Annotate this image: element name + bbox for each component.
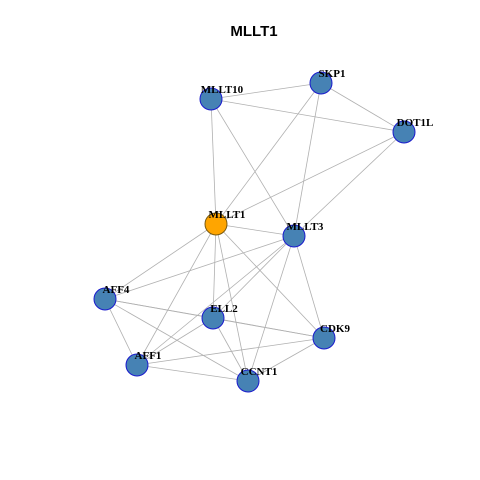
edge-aff4-aff1 [104,298,138,366]
node-dot1l [392,120,416,144]
edges-layer [104,82,405,382]
node-label-cdk9: CDK9 [320,323,350,335]
node-label-skp1: SKP1 [319,68,346,80]
edge-mllt3-ccnt1 [247,235,295,382]
edge-aff4-ccnt1 [104,298,249,382]
edge-ell2-cdk9 [212,317,325,339]
node-aff1 [125,353,149,377]
edge-mllt10-mllt3 [210,98,295,237]
edge-skp1-mllt3 [293,82,322,237]
edge-dot1l-mllt1 [215,131,405,225]
node-label-ccnt1: CCNT1 [241,366,278,378]
edge-mllt1-ccnt1 [215,223,249,382]
edge-mllt3-aff1 [136,235,295,366]
node-label-mllt10: MLLT10 [201,84,244,96]
edge-mllt3-cdk9 [293,235,325,339]
nodes-layer [93,71,416,393]
edge-mllt3-aff4 [104,235,295,300]
edge-mllt10-mllt1 [210,98,217,225]
edge-ccnt1-cdk9 [247,337,325,382]
edge-ell2-aff1 [136,317,214,366]
edge-aff1-ccnt1 [136,364,249,382]
edge-mllt1-mllt3 [215,223,295,237]
node-label-aff4: AFF4 [103,284,130,296]
node-label-mllt1: MLLT1 [209,209,246,221]
node-mllt3 [282,224,306,248]
edge-mllt10-dot1l [210,98,405,133]
node-label-dot1l: DOT1L [397,117,434,129]
edge-dot1l-mllt3 [293,131,405,237]
node-ccnt1 [236,369,260,393]
node-mllt10 [199,87,223,111]
edge-skp1-dot1l [320,82,405,133]
node-label-mllt3: MLLT3 [287,221,324,233]
edge-ell2-ccnt1 [212,317,249,382]
node-label-ell2: ELL2 [210,303,238,315]
edge-mllt10-skp1 [210,82,322,100]
edge-mllt1-aff4 [104,223,217,300]
node-mllt1 [204,212,228,236]
node-ell2 [201,306,225,330]
edge-skp1-mllt1 [215,82,322,225]
diagram-title: MLLT1 [230,23,277,40]
node-aff4 [93,287,117,311]
edge-mllt3-ell2 [212,235,295,319]
node-skp1 [309,71,333,95]
edge-mllt1-cdk9 [215,223,325,339]
edge-mllt1-aff1 [136,223,217,366]
node-cdk9 [312,326,336,350]
node-label-aff1: AFF1 [135,350,162,362]
edge-aff1-cdk9 [136,337,325,366]
